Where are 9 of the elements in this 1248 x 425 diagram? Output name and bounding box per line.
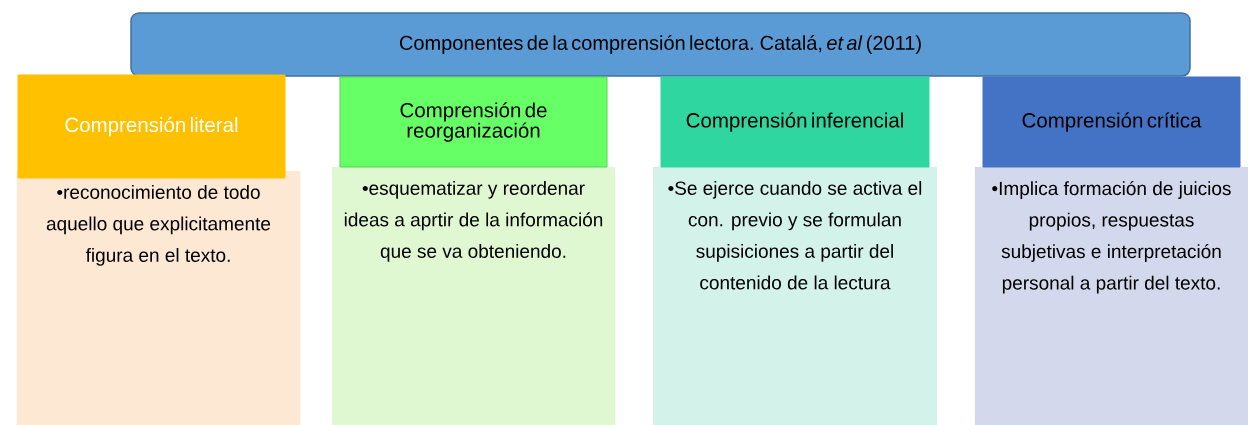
header-box: Comprensión crítica [982,76,1241,168]
content-box: •Se ejerce cuando se activa el con. previo y se formulan supisiciones a partir del contenido de la lectura [652,166,938,425]
content-box: •esquematizar y reordenar ideas a aprtir de la información que se va obteniendo. [331,166,616,425]
title-banner: Componentes de la comprensión lectora. Catalá, et al (2011) [130,12,1191,77]
content-box: •reconocimiento de todo aquello que explicitamente figura en el texto. [16,170,301,425]
header-box: Comprensión de reorganización [339,76,608,168]
content-box: •Implica formación de juicios propios, respuestas subjetivas e interpretación personal a partir del texto. [974,166,1248,425]
header-box: Comprensión inferencial [660,76,930,168]
header-box: Comprensión literal [17,74,286,179]
